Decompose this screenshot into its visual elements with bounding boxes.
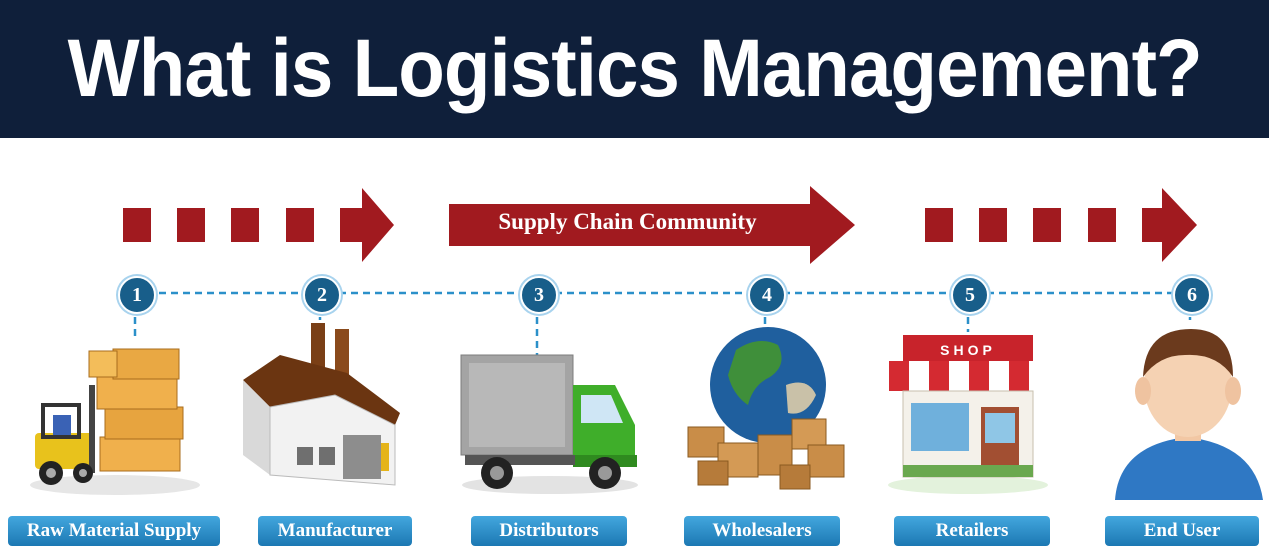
- shop-icon: SHOP: [888, 335, 1048, 494]
- stage-label-manufacturer: Manufacturer: [258, 516, 412, 546]
- title-banner: What is Logistics Management?: [0, 0, 1269, 138]
- step-badge-3: 3: [520, 276, 558, 314]
- shop-sign: SHOP: [940, 342, 996, 358]
- stage-label-retailers: Retailers: [894, 516, 1050, 546]
- page-title: What is Logistics Management?: [67, 23, 1202, 114]
- stage-label-raw-material-supply: Raw Material Supply: [8, 516, 220, 546]
- arrow-dash: [1088, 208, 1116, 242]
- arrow-head: [1142, 188, 1197, 262]
- arrow-dash: [177, 208, 205, 242]
- supply-chain-label: Supply Chain Community: [498, 209, 757, 234]
- stage-label-wholesalers: Wholesalers: [684, 516, 840, 546]
- arrow-dash: [123, 208, 151, 242]
- truck-icon: [460, 354, 638, 494]
- step-badge-1: 1: [118, 276, 156, 314]
- step-badge-6: 6: [1173, 276, 1211, 314]
- person-icon: [1115, 329, 1263, 500]
- arrow-dash: [286, 208, 314, 242]
- globe-boxes-icon: [687, 327, 845, 490]
- factory-icon: [243, 323, 400, 486]
- step-badge-5: 5: [951, 276, 989, 314]
- stage-label-distributors: Distributors: [471, 516, 627, 546]
- arrow-dash: [231, 208, 259, 242]
- step-badge-4: 4: [748, 276, 786, 314]
- arrow-dash: [925, 208, 953, 242]
- stage-label-end-user: End User: [1105, 516, 1259, 546]
- flow-arrows: [123, 186, 1197, 264]
- arrow-dash: [1033, 208, 1061, 242]
- step-badge-2: 2: [303, 276, 341, 314]
- chain-arrow: [449, 186, 855, 264]
- forklift-boxes-icon: [30, 348, 200, 495]
- arrow-dash: [979, 208, 1007, 242]
- arrow-head: [340, 188, 394, 262]
